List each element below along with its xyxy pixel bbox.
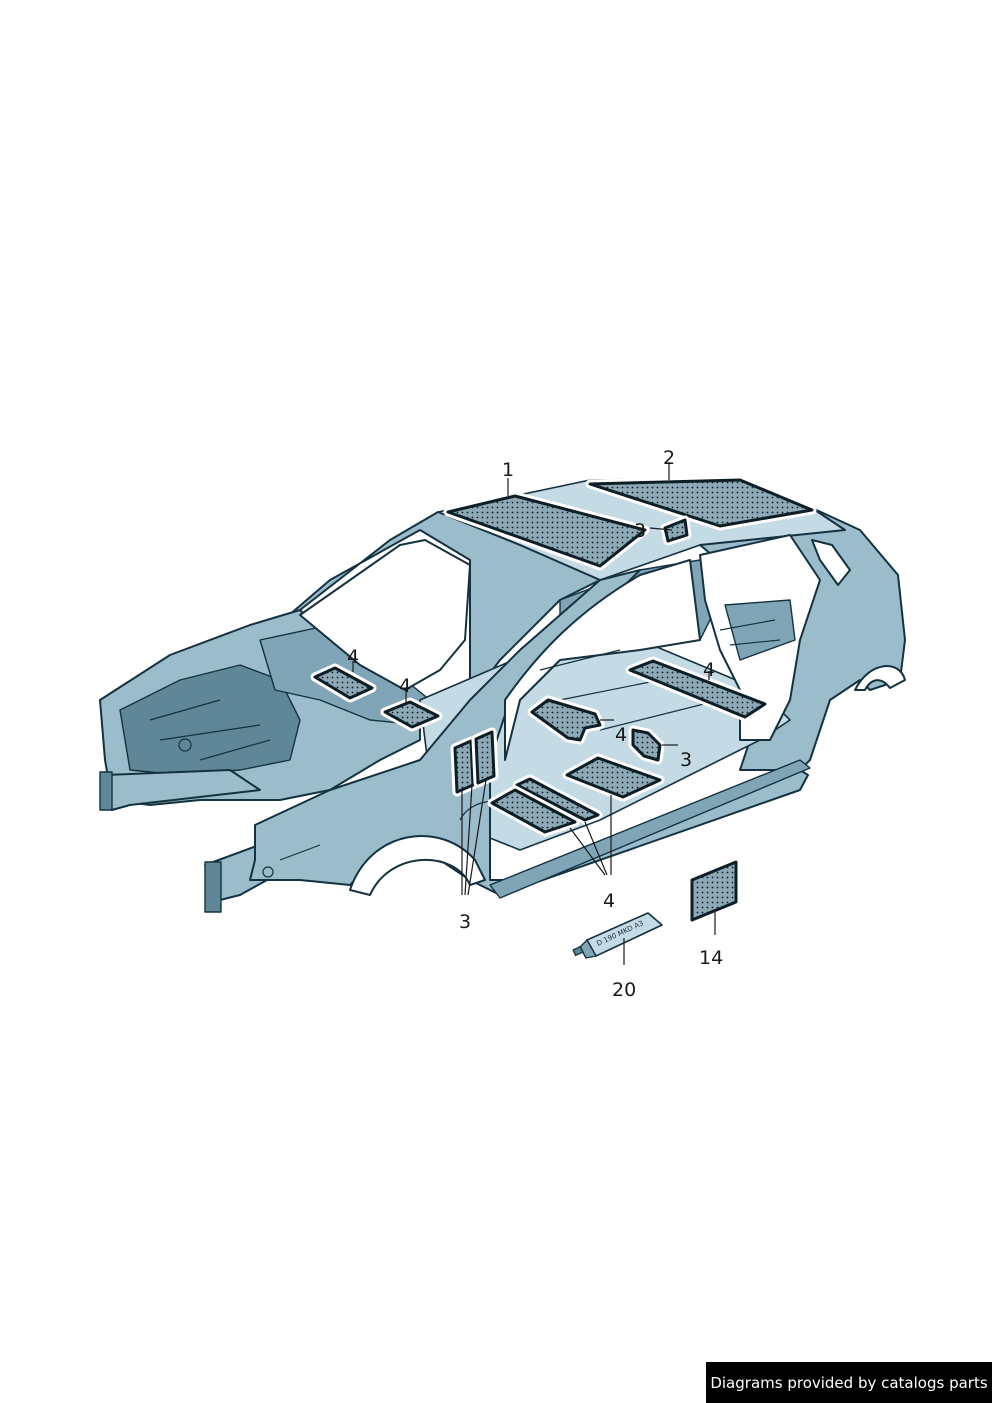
footer-credit: Diagrams provided by catalogs parts — [706, 1362, 992, 1403]
pad-3-roof-small — [663, 518, 689, 543]
detail-lines — [149, 619, 781, 861]
front-rail-left-end — [99, 771, 113, 811]
pad-4-dash-right — [383, 700, 440, 729]
front-rail-left — [104, 769, 261, 811]
windshield-opening — [299, 539, 471, 691]
pad-3-side-b — [474, 730, 496, 785]
front-fender-side — [249, 569, 809, 896]
leader-lines — [352, 462, 716, 965]
pad-4-floor-strip — [515, 777, 600, 822]
part-20-adhesive-tube: D 190 MKD A3 — [572, 912, 663, 959]
callout-4-tunnel: 4 — [615, 724, 627, 746]
pad-4-tunnel — [530, 698, 602, 742]
callout-14: 14 — [699, 947, 723, 969]
pad-4-floor-left — [490, 788, 577, 834]
detail-hole — [262, 866, 274, 878]
pad-4-floor-right — [565, 756, 662, 799]
pad-4-rear-floor — [628, 659, 767, 719]
callout-1: 1 — [502, 459, 514, 481]
rear-quarter-window — [811, 539, 851, 586]
pad-3-floor-small — [631, 728, 662, 762]
pad-4-dash-left — [313, 666, 374, 700]
front-rail-right-end — [204, 861, 222, 913]
pad-3-side-a — [453, 739, 475, 794]
callout-4-rear-floor: 4 — [703, 659, 715, 681]
damping-pads — [310, 475, 817, 837]
callout-3-side: 3 — [459, 911, 471, 933]
pad-1-roof-front — [446, 494, 647, 568]
rear-wheel-arch — [854, 665, 906, 691]
rear-interior-trim — [724, 599, 796, 661]
detail-hole — [178, 738, 192, 752]
front-wheel-arch — [349, 835, 486, 896]
callout-labels: 1 2 3 3 3 4 4 4 4 4 14 20 — [347, 447, 723, 1001]
callout-4-floor: 4 — [603, 890, 615, 912]
front-door-opening — [504, 559, 701, 761]
callout-4-dash-right: 4 — [399, 675, 411, 697]
callout-20: 20 — [612, 979, 636, 1001]
callout-3-roof: 3 — [634, 520, 646, 542]
body-shell — [99, 477, 906, 913]
pad-2-roof-rear — [588, 478, 814, 528]
rocker-sill — [489, 759, 811, 899]
callout-2: 2 — [663, 447, 675, 469]
callout-3-floor: 3 — [680, 749, 692, 771]
part-14-damping-sheet — [690, 860, 738, 922]
callout-4-dash-left: 4 — [347, 646, 359, 668]
